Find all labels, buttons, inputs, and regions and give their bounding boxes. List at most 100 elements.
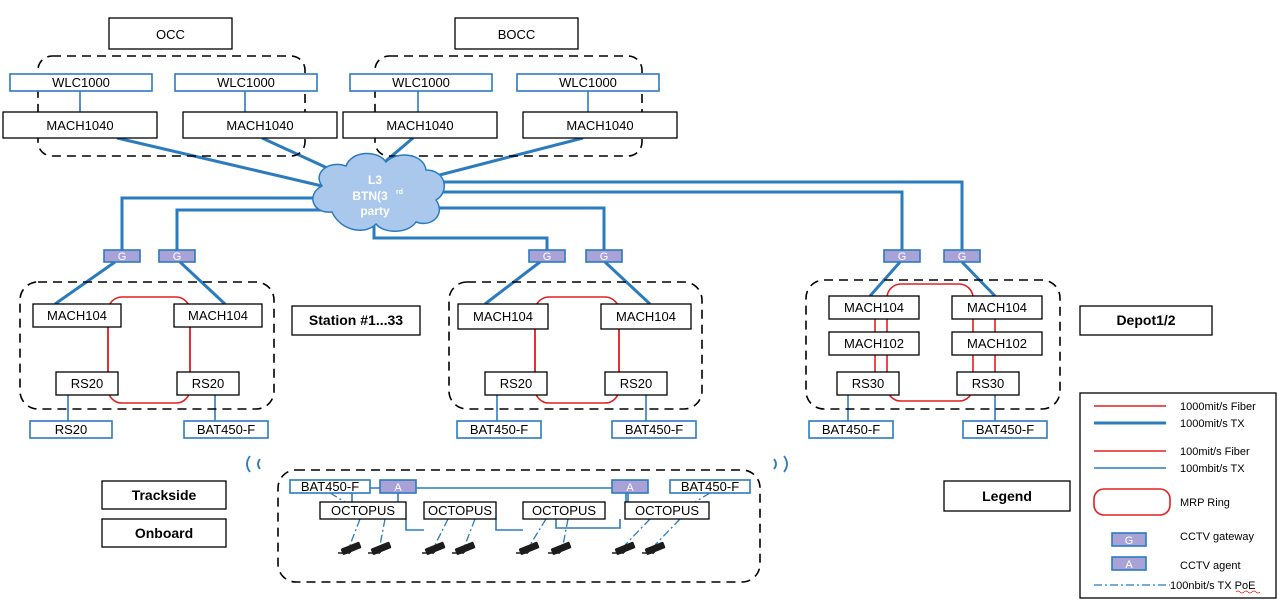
legend-title-box xyxy=(943,480,1071,512)
mach104-label: MACH104 xyxy=(967,300,1027,315)
mach104-box xyxy=(32,303,122,328)
mach104-box xyxy=(173,303,263,328)
bocc-box xyxy=(454,17,579,50)
cloud-line3: party xyxy=(360,204,390,218)
legend: 1000mit/s Fiber 1000mit/s TX 100mit/s Fi… xyxy=(1079,392,1277,599)
rs20-box xyxy=(55,371,119,396)
depot-title: Depot1/2 xyxy=(1116,312,1175,328)
bat450-label: BAT450-F xyxy=(470,422,528,437)
wireless-icon xyxy=(246,455,788,473)
bat450-label: BAT450-F xyxy=(197,422,255,437)
bat450-label: BAT450-F xyxy=(681,479,739,494)
octopus-box xyxy=(522,501,606,520)
mach1040-label: MACH1040 xyxy=(46,118,113,133)
mach104-label: MACH104 xyxy=(844,300,904,315)
onboard-group: BAT450-F A A BAT450-F OCTOPUS OCTOPUS OC… xyxy=(246,455,788,583)
cctv-agent xyxy=(611,479,649,494)
gateways: G G G G G G xyxy=(103,249,981,263)
station-middle: MACH104 MACH104 RS20 RS20 xyxy=(448,281,703,410)
mrp-ring xyxy=(534,296,620,404)
bat450-onboard xyxy=(669,479,751,494)
mach104-label: MACH104 xyxy=(188,308,248,323)
bat450-label: BAT450-F xyxy=(301,479,359,494)
rs20-label: RS20 xyxy=(192,376,225,391)
gateway-label: G xyxy=(543,251,552,263)
station-left: MACH104 MACH104 RS20 RS20 xyxy=(19,281,275,410)
mach104-label: MACH104 xyxy=(47,308,107,323)
cloud-line1: L3 xyxy=(368,173,382,187)
mach102-box xyxy=(951,331,1043,356)
onboard-label: Onboard xyxy=(135,525,193,541)
cctv-camera-icon xyxy=(337,540,363,557)
station-title: Station #1...33 xyxy=(309,312,403,328)
rs30-label: RS30 xyxy=(972,376,1005,391)
rs20-box xyxy=(484,371,548,396)
cctv-camera-icon xyxy=(421,540,447,557)
gateway-label: G xyxy=(958,251,967,263)
legend-title: Legend xyxy=(982,488,1032,504)
cctv-gateway xyxy=(158,249,196,263)
station-title-box xyxy=(291,305,421,336)
legend-mrp-ring: MRP Ring xyxy=(1180,497,1230,509)
cctv-gateway xyxy=(585,249,623,263)
mach104-box xyxy=(600,303,692,330)
bat450-endpoint xyxy=(456,420,542,439)
mach104-label: MACH104 xyxy=(616,309,676,324)
mach1040-box xyxy=(522,111,678,139)
rs20-endpoint-label: RS20 xyxy=(55,422,88,437)
cctv-agent xyxy=(379,479,417,494)
octopus-label: OCTOPUS xyxy=(532,503,596,518)
cctv-camera-icon xyxy=(641,540,667,557)
mach1040-label: MACH1040 xyxy=(566,118,633,133)
octopus-label: OCTOPUS xyxy=(635,503,699,518)
gateway-label: G xyxy=(600,251,609,263)
legend-cctv-agent: CCTV agent xyxy=(1180,560,1241,572)
bat450-endpoint xyxy=(611,420,697,439)
mach104-box xyxy=(951,295,1043,320)
mach104-label: MACH104 xyxy=(473,309,533,324)
mach102-box xyxy=(828,331,920,356)
bat450-label: BAT450-F xyxy=(976,422,1034,437)
mach104-box xyxy=(457,303,549,330)
agent-label: A xyxy=(394,482,402,494)
legend-fiber-1000: 1000mit/s Fiber xyxy=(1180,401,1256,413)
rs20-box xyxy=(604,371,668,396)
bat450-endpoint xyxy=(183,420,269,439)
trackside-box xyxy=(101,480,227,510)
bat450-onboard xyxy=(289,479,371,494)
wlc1000-box xyxy=(9,73,153,92)
rs20-endpoint xyxy=(29,420,113,439)
rs30-box xyxy=(836,371,900,396)
rs20-label: RS20 xyxy=(620,376,653,391)
legend-fiber-100: 100mit/s Fiber xyxy=(1180,446,1250,458)
cctv-gateway xyxy=(103,249,141,263)
cctv-gateway xyxy=(943,249,981,263)
octopus-label: OCTOPUS xyxy=(331,503,395,518)
cctv-camera-icon xyxy=(515,540,541,557)
cctv-gateway xyxy=(528,249,566,263)
wlc1000-box xyxy=(174,73,318,92)
gateway-label: G xyxy=(118,251,127,263)
legend-tx-100: 100mbit/s TX xyxy=(1180,463,1245,475)
cctv-camera-icon xyxy=(451,540,477,557)
cctv-camera-icon xyxy=(367,540,393,557)
spellcheck-underline xyxy=(1235,590,1261,594)
rs20-box xyxy=(176,371,240,396)
octopus-box xyxy=(319,501,407,520)
occ-group: OCC WLC1000 WLC1000 MACH1040 MACH1040 xyxy=(2,17,338,157)
cctv-camera-icon xyxy=(611,540,637,557)
depot-title-box xyxy=(1079,305,1213,336)
legend-mrp-ring-swatch xyxy=(1093,488,1171,516)
cctv-gateway xyxy=(883,249,921,263)
legend-cctv-gateway: CCTV gateway xyxy=(1180,531,1254,543)
bat450-label: BAT450-F xyxy=(625,422,683,437)
mach1040-box xyxy=(2,111,158,139)
cloud-sup: rd xyxy=(396,189,403,196)
occ-label: OCC xyxy=(156,27,185,42)
octopus-label: OCTOPUS xyxy=(428,503,492,518)
mach102-label: MACH102 xyxy=(844,336,904,351)
gateway-label: G xyxy=(898,251,907,263)
wlc1000-label: WLC1000 xyxy=(559,75,617,90)
wlc1000-box xyxy=(349,73,493,92)
